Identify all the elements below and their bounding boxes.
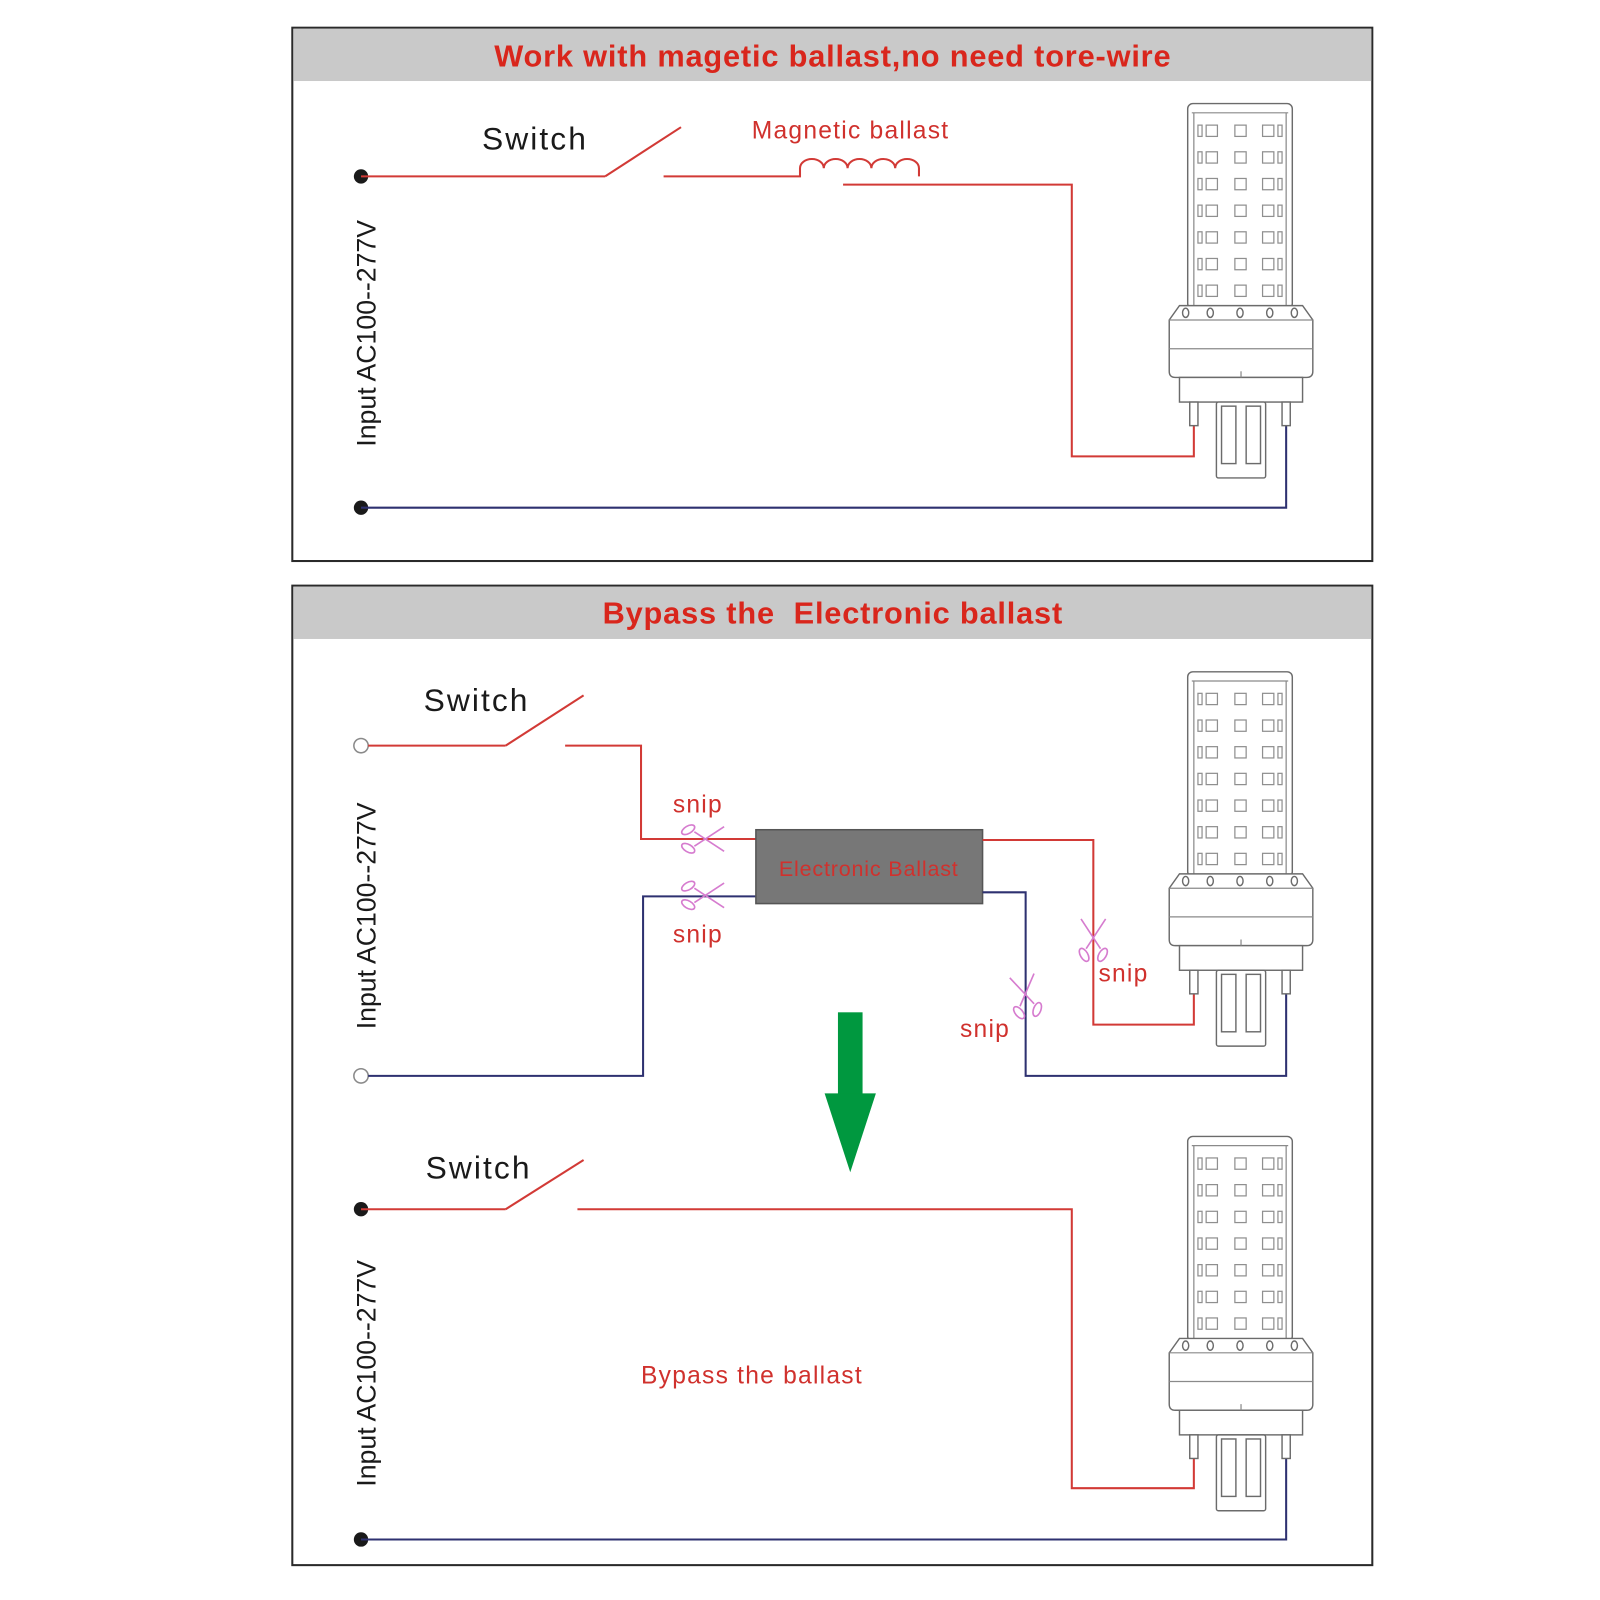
snip-label: snip bbox=[673, 922, 723, 949]
circuit-before-bypass: Switch Input AC100--277V Electronic Ball… bbox=[351, 672, 1312, 1084]
switch-label: Switch bbox=[482, 121, 588, 157]
neutral-wire bbox=[361, 425, 1288, 509]
panel-title: Work with magetic ballast,no need tore-w… bbox=[494, 39, 1171, 74]
terminal-neutral-open bbox=[353, 1067, 369, 1084]
switch-label: Switch bbox=[426, 1149, 532, 1185]
switch-blade bbox=[505, 694, 585, 747]
electronic-ballast-box bbox=[755, 828, 984, 905]
bypass-note: Bypass the ballast bbox=[641, 1363, 863, 1390]
neutral-wire-to-ballast bbox=[368, 895, 756, 1077]
input-voltage-label: Input AC100--277V bbox=[351, 220, 381, 447]
arrow-head bbox=[824, 1093, 876, 1173]
snip-label: snip bbox=[673, 791, 723, 818]
panel-electronic-ballast: Bypass the Electronic ballast Switch Inp… bbox=[291, 584, 1374, 1567]
neutral-wire bbox=[361, 1458, 1288, 1541]
live-wire-to-ballast bbox=[565, 744, 756, 840]
live-wire-to-lamp bbox=[577, 1208, 1195, 1490]
input-voltage-label: Input AC100--277V bbox=[351, 802, 381, 1029]
neutral-wire-ballast-to-lamp bbox=[982, 891, 1288, 1077]
snip-label: snip bbox=[1098, 961, 1148, 988]
panel-header bbox=[293, 586, 1372, 639]
circuit-after-bypass: Switch Input AC100--277V Bypass the ball… bbox=[351, 1136, 1312, 1547]
panel-title: Bypass the Electronic ballast bbox=[603, 596, 1063, 631]
switch-label: Switch bbox=[424, 682, 530, 718]
snip-label: snip bbox=[960, 1016, 1010, 1043]
panel-header bbox=[293, 28, 1372, 82]
input-voltage-label: Input AC100--277V bbox=[351, 1260, 381, 1487]
panel-magnetic-ballast: Work with magetic ballast,no need tore-w… bbox=[291, 26, 1374, 563]
magnetic-ballast-coil bbox=[663, 157, 920, 178]
magnetic-ballast-label: Magnetic ballast bbox=[752, 117, 950, 144]
switch-blade bbox=[505, 1159, 585, 1211]
down-arrow-icon bbox=[824, 1012, 876, 1173]
live-wire-to-lamp bbox=[843, 183, 1195, 458]
live-wire-ballast-to-lamp bbox=[982, 838, 1195, 1026]
arrow-shaft bbox=[837, 1012, 863, 1095]
electronic-ballast-label: Electronic Ballast bbox=[779, 857, 959, 881]
switch-blade bbox=[604, 126, 682, 178]
terminal-live-open bbox=[353, 737, 369, 754]
